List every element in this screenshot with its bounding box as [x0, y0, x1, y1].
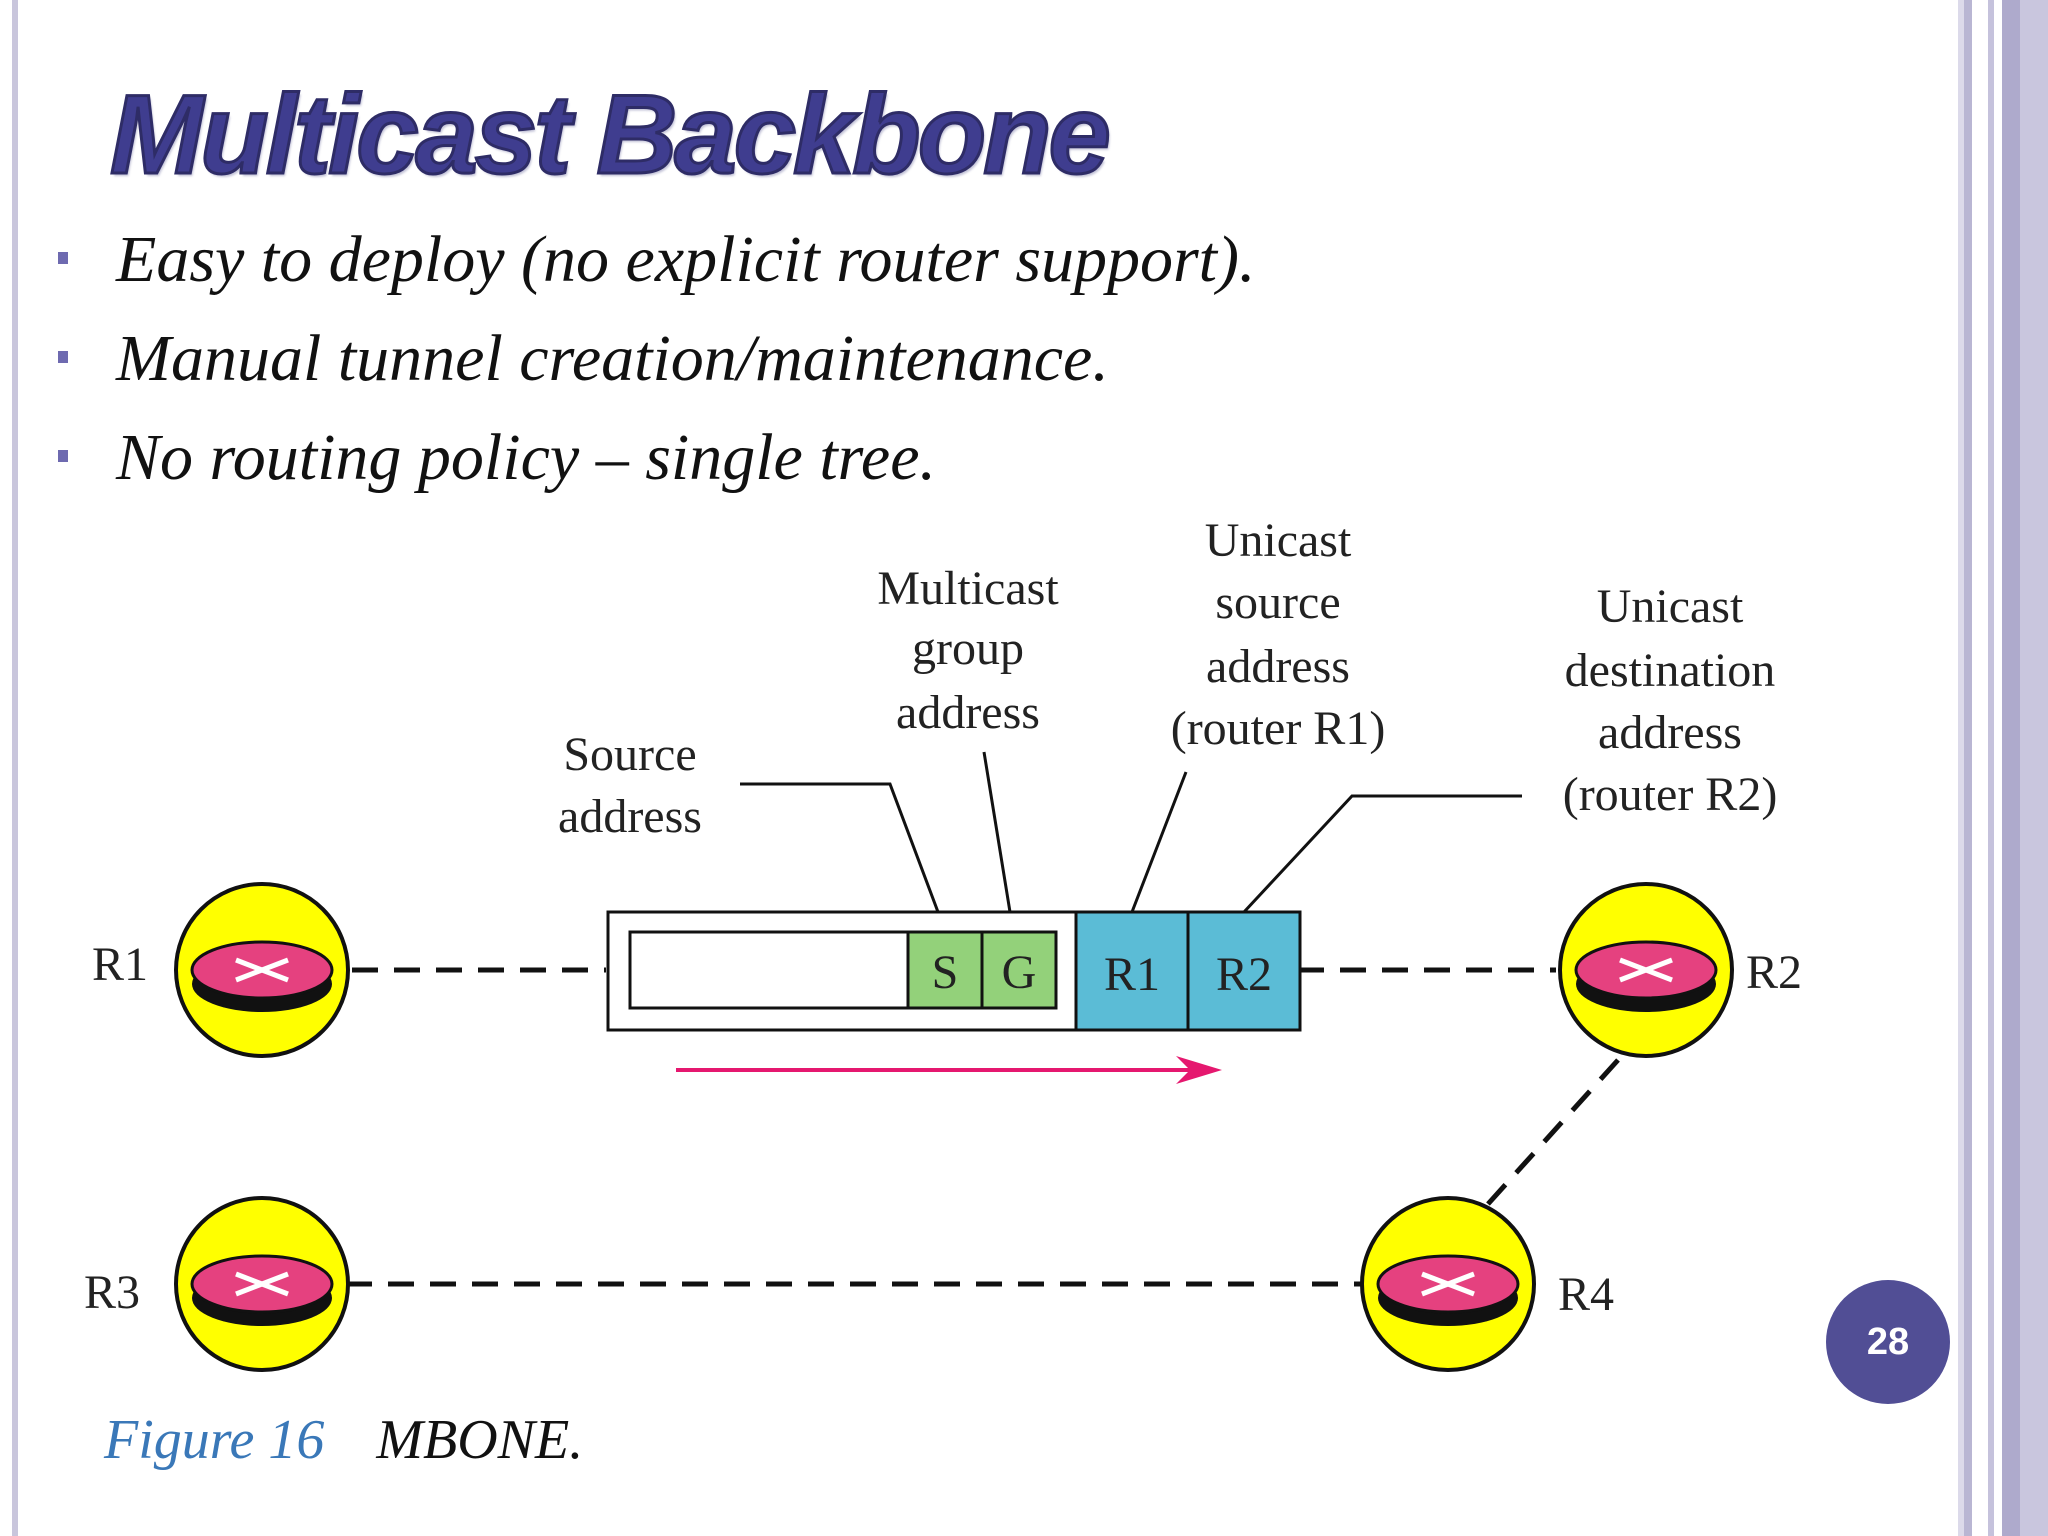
- bullet-text: Manual tunnel creation/maintenance.: [116, 322, 1109, 395]
- callout-source-address: Source address: [558, 728, 702, 843]
- callout-line: address: [558, 790, 702, 843]
- callout-line: Multicast: [877, 562, 1059, 615]
- bullet-square-icon: [58, 351, 68, 363]
- field-r1: [1074, 910, 1190, 1032]
- callout-line: address: [896, 686, 1040, 739]
- field-s-label: S: [932, 946, 959, 999]
- field-s: [906, 930, 984, 1010]
- callout-multicast-group: Multicast group address: [877, 562, 1059, 739]
- field-g: [980, 930, 1058, 1010]
- bullet-text: No routing policy – single tree.: [116, 421, 937, 494]
- left-border: [12, 0, 18, 1536]
- callout-line: Unicast: [1205, 514, 1352, 567]
- tunnel-r2-r4: [1486, 1058, 1620, 1206]
- bullet-square-icon: [58, 252, 68, 264]
- callout-line: address: [1598, 706, 1742, 759]
- callout-line: destination: [1565, 644, 1776, 697]
- callout-unicast-destination: Unicast destination address (router R2): [1563, 580, 1778, 821]
- callout-line: group: [912, 622, 1024, 675]
- router-r3-icon: [176, 1198, 348, 1370]
- callout-lines: [740, 751, 1522, 914]
- callout-line: address: [1206, 640, 1350, 693]
- slide-title: Multicast Backbone: [109, 71, 1113, 199]
- callout-unicast-source: Unicast source address (router R1): [1171, 514, 1386, 755]
- leader-group-address: [982, 751, 1012, 913]
- leader-source-address: [740, 782, 940, 913]
- bullet-square-icon: [58, 450, 68, 462]
- field-r2: [1186, 910, 1302, 1032]
- callout-line: (router R1): [1171, 702, 1386, 755]
- callout-line: Source: [563, 728, 696, 781]
- leader-unicast-source: [1130, 771, 1188, 913]
- page-number-badge: 28: [1826, 1280, 1950, 1404]
- callout-line: (router R2): [1563, 768, 1778, 821]
- flow-arrow: [676, 1056, 1222, 1084]
- router-r1-label: R1: [92, 938, 148, 991]
- figure-title: MBONE.: [376, 1409, 584, 1471]
- callout-line: Unicast: [1597, 580, 1744, 633]
- leader-unicast-destination: [1242, 794, 1522, 914]
- callout-line: source: [1215, 576, 1340, 629]
- router-r1-icon: [176, 884, 348, 1056]
- packet-payload: [628, 930, 910, 1010]
- field-g-label: G: [1002, 946, 1037, 999]
- tunnel-lines: [346, 967, 1620, 1287]
- router-r4-label: R4: [1558, 1268, 1614, 1321]
- figure-number: Figure 16: [104, 1409, 325, 1471]
- router-r3-label: R3: [84, 1266, 140, 1319]
- field-r1-label: R1: [1104, 948, 1160, 1001]
- router-r4-icon: [1362, 1198, 1534, 1370]
- field-r2-label: R2: [1216, 948, 1272, 1001]
- router-r2-icon: [1560, 884, 1732, 1056]
- figure-caption: Figure 16 MBONE.: [104, 1408, 583, 1472]
- router-r2-label: R2: [1746, 946, 1802, 999]
- right-decoration: [1958, 0, 2048, 1536]
- bullet-text: Easy to deploy (no explicit router suppo…: [116, 223, 1256, 296]
